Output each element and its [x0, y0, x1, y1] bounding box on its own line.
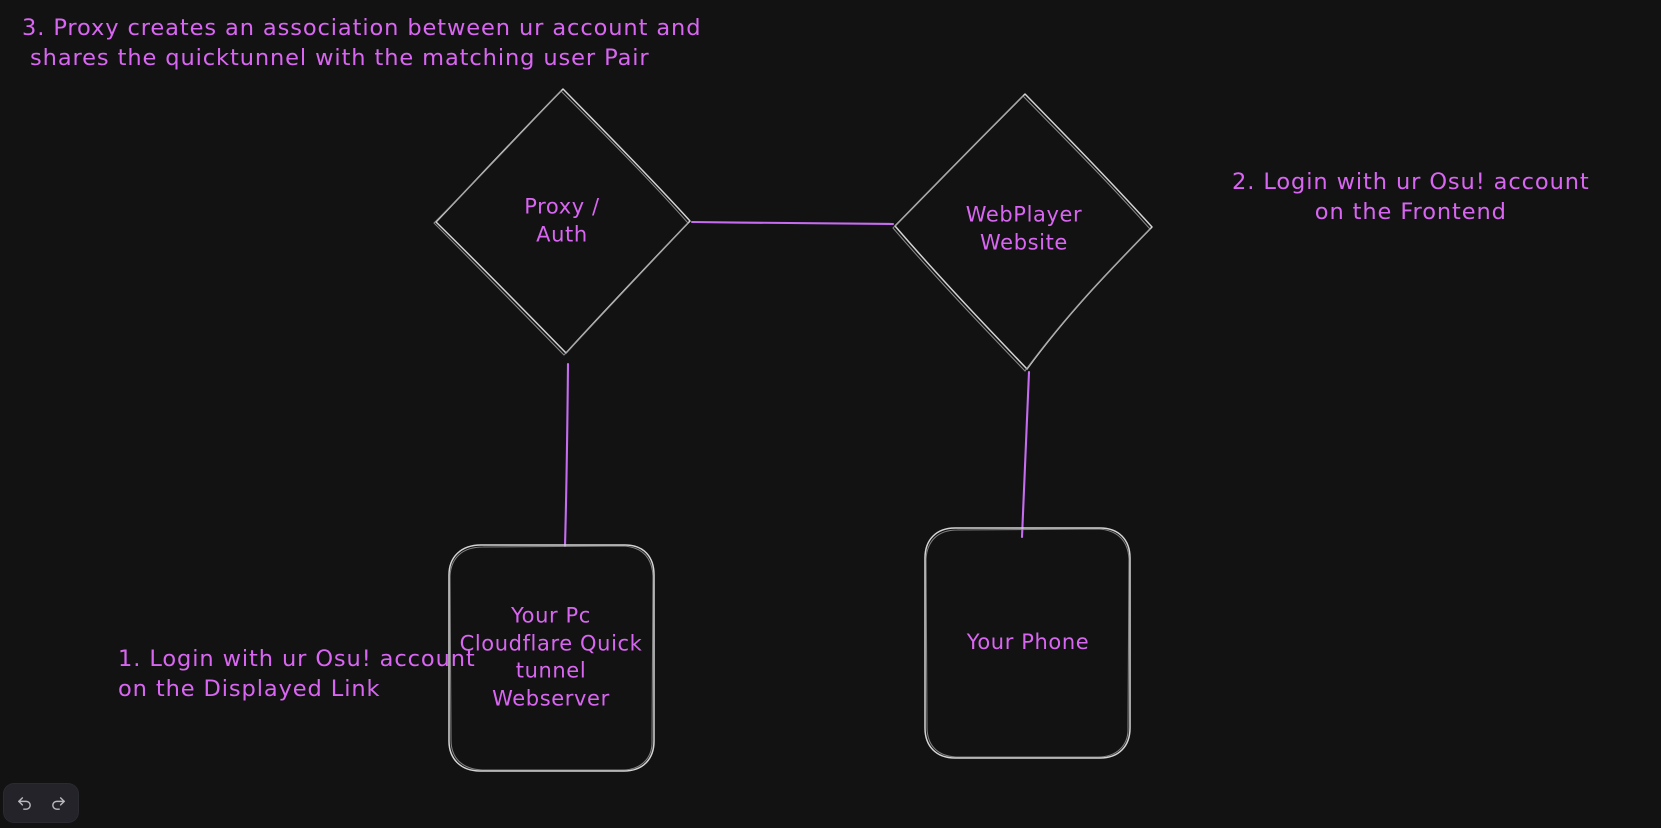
node-proxy-auth[interactable] — [433, 88, 691, 356]
connector-proxy-to-your-pc[interactable] — [563, 362, 570, 548]
redo-icon — [51, 796, 65, 810]
history-toolbar — [4, 784, 78, 822]
node-your-phone[interactable] — [924, 527, 1131, 759]
redo-button[interactable] — [42, 789, 74, 817]
connector-webplayer-to-your-phone[interactable] — [1020, 370, 1031, 539]
undo-icon — [17, 796, 31, 810]
undo-button[interactable] — [8, 789, 40, 817]
node-webplayer[interactable] — [892, 93, 1153, 372]
connector-proxy-to-webplayer[interactable] — [690, 220, 895, 226]
node-your-pc[interactable] — [448, 544, 655, 772]
